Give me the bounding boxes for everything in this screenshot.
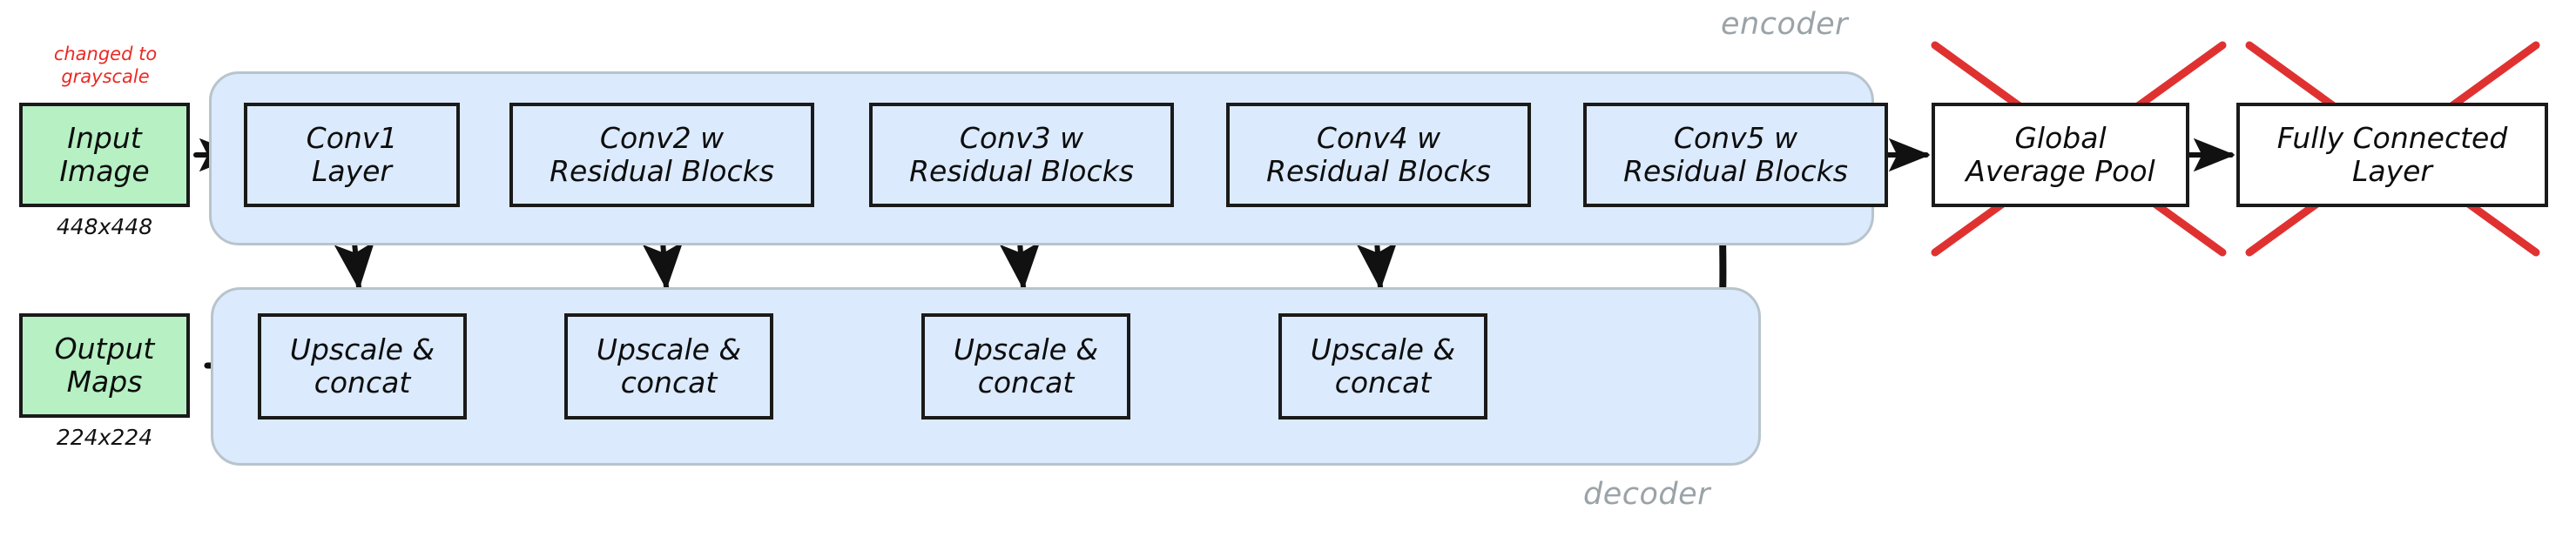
node-upscale-concat-3[interactable]: Upscale & concat bbox=[921, 313, 1130, 420]
node-upscale-concat-2[interactable]: Upscale & concat bbox=[564, 313, 773, 420]
annotation-grayscale-note: changed to grayscale bbox=[53, 44, 158, 88]
node-fully-connected-layer[interactable]: Fully Connected Layer bbox=[2236, 103, 2548, 207]
node-output-maps[interactable]: Output Maps bbox=[19, 313, 190, 418]
encoder-group-label: encoder bbox=[1721, 7, 1849, 42]
decoder-group-label: decoder bbox=[1583, 477, 1711, 512]
caption-output-size: 224x224 bbox=[56, 425, 153, 450]
node-conv4[interactable]: Conv4 w Residual Blocks bbox=[1226, 103, 1531, 207]
node-global-average-pool[interactable]: Global Average Pool bbox=[1932, 103, 2189, 207]
node-upscale-concat-1[interactable]: Upscale & concat bbox=[258, 313, 467, 420]
node-conv1[interactable]: Conv1 Layer bbox=[244, 103, 460, 207]
caption-input-size: 448x448 bbox=[56, 214, 153, 239]
node-conv5[interactable]: Conv5 w Residual Blocks bbox=[1583, 103, 1888, 207]
node-input-image[interactable]: Input Image bbox=[19, 103, 190, 207]
node-conv3[interactable]: Conv3 w Residual Blocks bbox=[869, 103, 1174, 207]
node-conv2[interactable]: Conv2 w Residual Blocks bbox=[509, 103, 814, 207]
node-upscale-concat-4[interactable]: Upscale & concat bbox=[1278, 313, 1487, 420]
